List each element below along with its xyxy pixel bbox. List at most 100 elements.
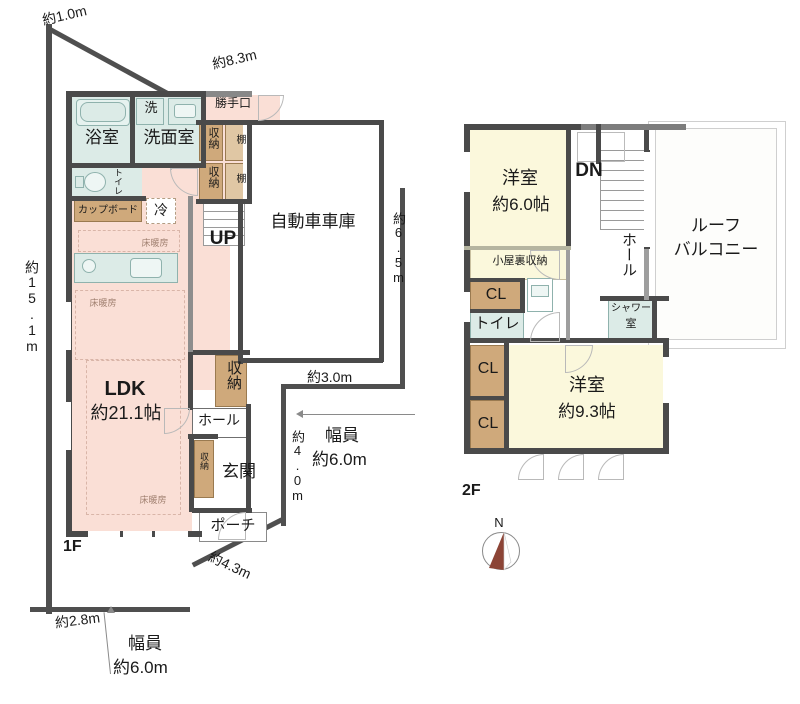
room-hall-2f bbox=[608, 230, 644, 302]
dim-top-left-label: 約1.0m bbox=[40, 2, 89, 28]
room-roof-balcony-line1: ルーフ bbox=[691, 216, 741, 235]
dim-right-label: 約6.5m bbox=[391, 212, 406, 285]
wall-2f-cl-south-div bbox=[466, 396, 506, 400]
window-1f-left-b bbox=[66, 400, 71, 452]
wall-2f-cl-south-right bbox=[504, 343, 509, 453]
road-east-value: 約6.0m bbox=[312, 450, 367, 469]
storage-1f-upper-b-label: 収納 bbox=[207, 166, 219, 188]
wall-1f-hall-bottom bbox=[188, 434, 218, 439]
room-shower bbox=[608, 300, 654, 340]
storage-cl-south-a-label: CL bbox=[477, 360, 499, 377]
dim-bottom-diagonal-label: 約4.3m bbox=[206, 548, 254, 582]
toilet-bowl-icon bbox=[84, 172, 106, 192]
floor-heating-zone-1 bbox=[78, 230, 180, 252]
dim-left-label: 約15.1m bbox=[24, 260, 40, 354]
wall-2f-stairs-left bbox=[596, 124, 601, 164]
wall-2f-top bbox=[466, 124, 581, 130]
wall-2f-bottom bbox=[464, 448, 669, 454]
wall-1f-garage-left bbox=[238, 204, 243, 364]
window-2f-right bbox=[663, 355, 669, 405]
stairs-winder-2f bbox=[577, 132, 625, 162]
room-toilet-label: トイレ bbox=[113, 168, 123, 195]
wall-2f-left bbox=[464, 124, 470, 454]
room-ldk-size: 約21.1帖 bbox=[90, 403, 162, 423]
room-western-north-label: 洋室 bbox=[502, 168, 538, 188]
storage-1f-entrance bbox=[194, 440, 214, 498]
wall-2f-toilet-top bbox=[464, 309, 524, 313]
room-western-north bbox=[470, 128, 570, 248]
room-ldk-label: LDK bbox=[104, 378, 146, 400]
wall-1f-bath-div-h bbox=[66, 163, 206, 168]
wall-1f-hall-wall bbox=[188, 350, 193, 410]
wall-2f-middle-v bbox=[566, 250, 570, 340]
wall-1f-top bbox=[68, 91, 206, 97]
storage-cl-south-b-label: CL bbox=[477, 415, 499, 432]
wall-1f-garage-bottom bbox=[243, 358, 383, 363]
wall-2f-mid-right bbox=[600, 296, 669, 301]
wall-2f-toilet-bottom bbox=[464, 338, 544, 343]
floor1-tag: 1F bbox=[63, 538, 82, 555]
wall-2f-top-right bbox=[581, 124, 686, 130]
room-roof-balcony bbox=[655, 128, 777, 340]
vanity-basin-icon bbox=[174, 104, 196, 118]
window-1f-bottom-div bbox=[120, 531, 123, 537]
wall-2f-bedroom-n-right bbox=[566, 124, 571, 249]
floor-heating-label-2: 床暖房 bbox=[89, 298, 117, 308]
window-1f-left-a bbox=[66, 300, 71, 352]
room-garage-label: 自動車車庫 bbox=[270, 212, 356, 231]
fixture-fridge-label: 冷 bbox=[154, 202, 168, 218]
storage-1f-upper-a-label: 収納 bbox=[207, 127, 219, 149]
compass: N bbox=[478, 515, 522, 578]
wall-1f-storage-bottom bbox=[196, 199, 252, 204]
window-2f-left-b bbox=[464, 290, 470, 324]
wall-1f-wet-bottom bbox=[66, 196, 146, 201]
room-shower-line2: 室 bbox=[625, 318, 637, 330]
kitchen-sink-icon bbox=[130, 258, 162, 278]
wall-2f-cl-n-right bbox=[520, 278, 525, 313]
room-western-south-label: 洋室 bbox=[569, 375, 605, 395]
wall-1f-bath-div-v bbox=[130, 93, 135, 167]
floor-heating-zone-3 bbox=[86, 360, 181, 515]
floor-heating-zone-2 bbox=[75, 290, 185, 360]
window-2f-left-a bbox=[464, 150, 470, 194]
wall-1f-storage-right bbox=[247, 122, 252, 204]
dim-mid-vertical-label: 約4.0m bbox=[290, 430, 305, 503]
site-boundary-right bbox=[400, 188, 405, 388]
room-garage bbox=[243, 125, 383, 360]
wall-2f-south-room-top bbox=[544, 338, 669, 343]
room-bath-label: 浴室 bbox=[85, 128, 119, 147]
window-1f-bottom bbox=[86, 531, 190, 537]
wall-1f-entrance-left bbox=[189, 438, 194, 512]
shelf-1f-b-label: 棚 bbox=[234, 173, 245, 183]
room-washroom-label: 洗面室 bbox=[143, 128, 195, 147]
storage-1f-hall-label: 収納 bbox=[225, 360, 242, 390]
room-washer-label: 洗 bbox=[144, 100, 158, 115]
dim-top-diagonal-label: 約8.3m bbox=[210, 46, 259, 72]
stairs-dn-2f bbox=[600, 150, 646, 230]
room-entrance-label: 玄関 bbox=[222, 462, 256, 481]
wall-1f-ldk-right bbox=[188, 196, 193, 352]
door-arc-service bbox=[258, 95, 284, 121]
bathtub-inner-icon bbox=[80, 102, 126, 122]
door-arc-2f-mid bbox=[530, 312, 560, 342]
site-boundary-mid-vertical bbox=[281, 384, 286, 526]
shelf-1f-a-label: 棚 bbox=[234, 134, 245, 144]
floor2-tag: 2F bbox=[462, 482, 481, 499]
door-arc-2f-south-c bbox=[598, 454, 624, 480]
storage-1f-entrance-label: 収納 bbox=[199, 452, 209, 470]
room-toilet-2f-label: トイレ bbox=[474, 315, 520, 332]
room-hall-2f-label: ホール bbox=[620, 232, 637, 277]
site-boundary-left bbox=[46, 24, 52, 614]
wall-1f-storage-top bbox=[196, 120, 252, 125]
road-east-title: 幅員 bbox=[325, 426, 359, 445]
wall-1f-entrance-right bbox=[246, 404, 251, 512]
fixture-service-door-label: 勝手口 bbox=[214, 96, 251, 110]
washbasin-2f-basin-icon bbox=[531, 285, 549, 297]
room-hall-1f-label: ホール bbox=[198, 412, 240, 428]
washer-box-icon bbox=[136, 98, 164, 125]
room-roof-balcony-line2: バルコニー bbox=[673, 240, 759, 259]
door-arc-2f-south-a bbox=[518, 454, 544, 480]
wall-2f-shower-right bbox=[652, 298, 657, 342]
road-south-value: 約6.0m bbox=[113, 658, 168, 677]
room-western-north-size: 約6.0帖 bbox=[492, 195, 550, 214]
